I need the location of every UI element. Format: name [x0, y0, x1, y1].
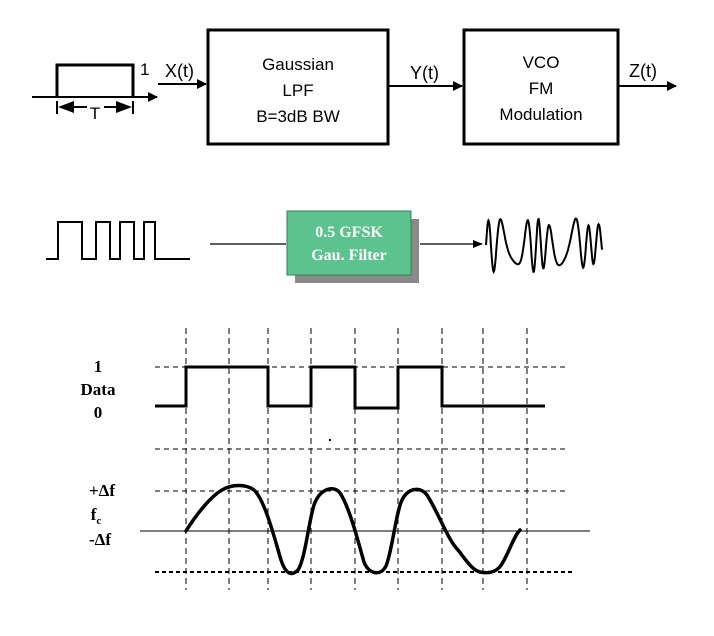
freq-minus-label: -Δf	[89, 530, 111, 549]
lpf-line1: Gaussian	[262, 55, 334, 74]
frequency-waveform	[184, 483, 522, 576]
timing-diagram: 1 Data 0 +Δf fc -Δf	[81, 328, 590, 590]
filter-block	[286, 210, 412, 276]
vco-line1: VCO	[523, 53, 560, 72]
width-arrow-left-icon	[58, 101, 74, 113]
vco-line2: FM	[529, 79, 554, 98]
signal-y-label: Y(t)	[410, 63, 439, 83]
signal-z-label: Z(t)	[629, 61, 657, 81]
freq-center-base: f	[91, 505, 97, 524]
stray-dot	[329, 439, 331, 441]
lpf-block	[206, 28, 390, 146]
lpf-line3: B=3dB BW	[256, 107, 340, 126]
output-fm-waveform	[485, 217, 603, 275]
data-axis-label: Data	[81, 380, 116, 399]
horizontal-gridlines	[155, 366, 566, 492]
filter-line2: Gau. Filter	[311, 247, 387, 264]
data-waveform	[155, 365, 545, 410]
filter-line1: 0.5 GFSK	[315, 224, 383, 241]
input-pulse	[55, 63, 135, 97]
pulse-amplitude-label: 1	[140, 60, 149, 79]
data-low-label: 0	[94, 403, 103, 422]
data-high-label: 1	[94, 357, 103, 376]
freq-center-sub: c	[96, 515, 101, 527]
input-bitstream	[46, 221, 190, 260]
pulse-width-label: T	[90, 104, 100, 123]
vco-line3: Modulation	[499, 105, 582, 124]
vco-block	[462, 28, 620, 146]
freq-center-label: fc	[91, 505, 102, 527]
freq-plus-label: +Δf	[89, 481, 115, 500]
signal-x-label: X(t)	[165, 61, 194, 81]
block-diagram: 1 T X(t) Gaussian LPF B=3dB BW Y(t) VCO …	[32, 28, 677, 146]
gfsk-chain: 0.5 GFSK Gau. Filter	[46, 210, 603, 283]
width-arrow-right-icon	[116, 101, 132, 113]
lpf-line2: LPF	[282, 81, 313, 100]
